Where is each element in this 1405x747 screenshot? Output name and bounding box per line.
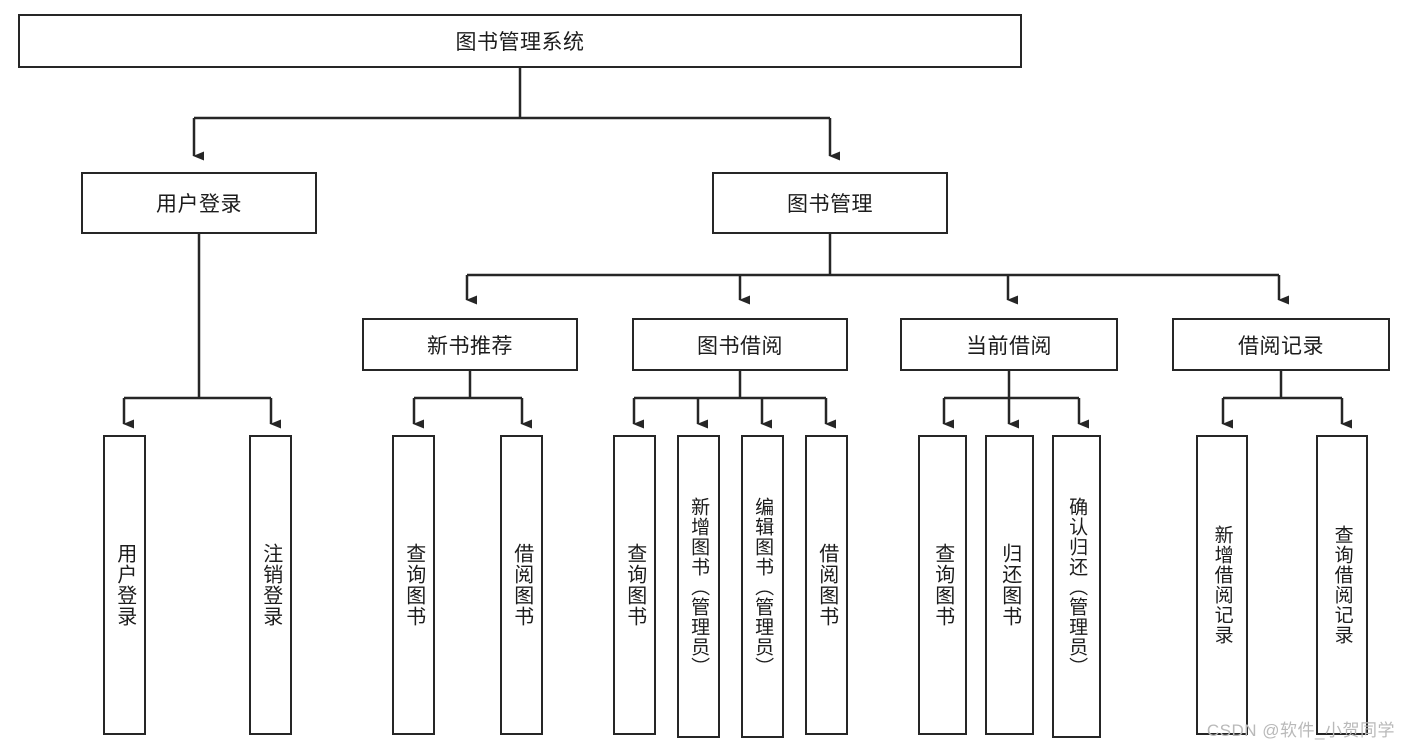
node-leaf-user-login[interactable]: 用户登录 xyxy=(103,435,146,735)
node-leaf-logout-label: 注销登录 xyxy=(259,543,282,627)
node-leaf-query-book-borrow[interactable]: 查询图书 xyxy=(613,435,656,735)
node-leaf-add-borrow-record[interactable]: 新增借阅记录 xyxy=(1196,435,1248,735)
node-leaf-query-book-borrow-label: 查询图书 xyxy=(623,543,646,627)
node-leaf-logout[interactable]: 注销登录 xyxy=(249,435,292,735)
node-new-book-recommend[interactable]: 新书推荐 xyxy=(362,318,578,371)
node-borrow-record-label: 借阅记录 xyxy=(1238,334,1324,358)
node-leaf-user-login-label: 用户登录 xyxy=(113,543,136,627)
node-leaf-borrow-book-newbook-label: 借阅图书 xyxy=(510,543,533,627)
node-leaf-confirm-return-admin-label: 确认归还（管理员） xyxy=(1066,496,1088,677)
node-leaf-borrow-book-borrow[interactable]: 借阅图书 xyxy=(805,435,848,735)
node-borrow-record[interactable]: 借阅记录 xyxy=(1172,318,1390,371)
node-user-login-label: 用户登录 xyxy=(156,193,242,216)
node-user-login[interactable]: 用户登录 xyxy=(81,172,317,234)
node-leaf-borrow-book-newbook[interactable]: 借阅图书 xyxy=(500,435,543,735)
node-leaf-query-book-newbook-label: 查询图书 xyxy=(402,543,425,627)
node-leaf-add-book-admin[interactable]: 新增图书（管理员） xyxy=(677,435,720,738)
node-current-borrow-label: 当前借阅 xyxy=(966,334,1052,358)
node-book-management-label: 图书管理 xyxy=(787,193,873,216)
node-leaf-borrow-book-borrow-label: 借阅图书 xyxy=(815,543,838,627)
node-leaf-edit-book-admin-label: 编辑图书（管理员） xyxy=(752,496,774,677)
node-new-book-recommend-label: 新书推荐 xyxy=(427,334,513,358)
node-leaf-confirm-return-admin[interactable]: 确认归还（管理员） xyxy=(1052,435,1101,738)
node-leaf-edit-book-admin[interactable]: 编辑图书（管理员） xyxy=(741,435,784,738)
node-leaf-add-book-admin-label: 新增图书（管理员） xyxy=(688,496,710,677)
node-book-borrow-label: 图书借阅 xyxy=(697,334,783,358)
node-leaf-return-book[interactable]: 归还图书 xyxy=(985,435,1034,735)
node-root-label: 图书管理系统 xyxy=(455,31,585,54)
node-leaf-query-borrow-record-label: 查询借阅记录 xyxy=(1331,525,1353,645)
node-leaf-query-borrow-record[interactable]: 查询借阅记录 xyxy=(1316,435,1368,735)
node-book-borrow[interactable]: 图书借阅 xyxy=(632,318,848,371)
watermark-csdn: CSDN @软件_小贺同学 xyxy=(1206,721,1395,740)
node-root-book-management-system[interactable]: 图书管理系统 xyxy=(18,14,1022,68)
node-leaf-query-book-current[interactable]: 查询图书 xyxy=(918,435,967,735)
node-leaf-query-book-current-label: 查询图书 xyxy=(931,543,954,627)
node-leaf-add-borrow-record-label: 新增借阅记录 xyxy=(1211,525,1233,645)
node-leaf-return-book-label: 归还图书 xyxy=(998,543,1021,627)
node-current-borrow[interactable]: 当前借阅 xyxy=(900,318,1118,371)
node-book-management[interactable]: 图书管理 xyxy=(712,172,948,234)
node-leaf-query-book-newbook[interactable]: 查询图书 xyxy=(392,435,435,735)
